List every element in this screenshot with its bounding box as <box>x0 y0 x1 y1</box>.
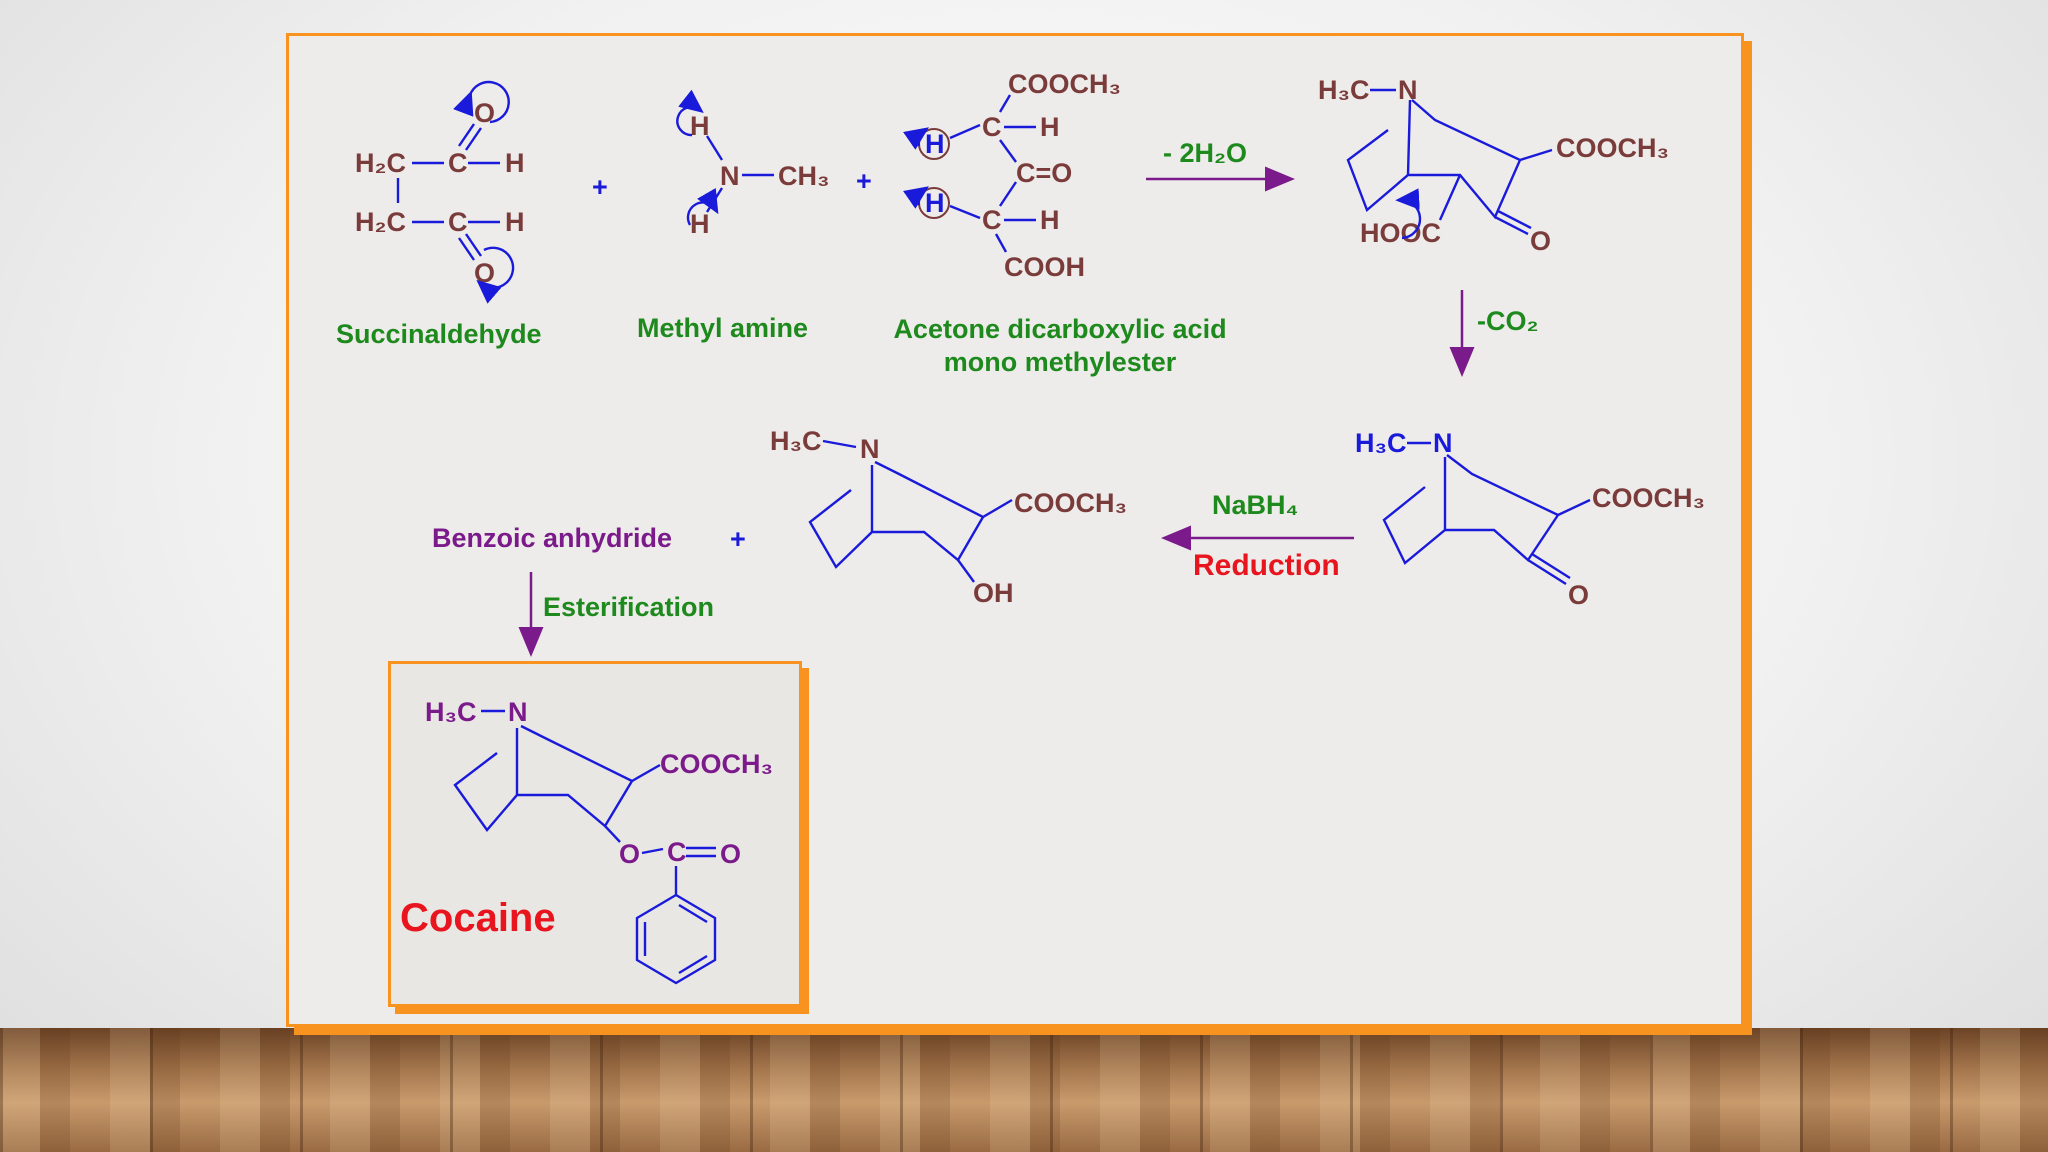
atom-h2c: H₂C <box>355 207 406 237</box>
atom-o: O <box>720 839 741 869</box>
minus-co2-label: -CO₂ <box>1477 306 1539 336</box>
atom-h3c: H₃C <box>770 426 821 456</box>
ketone-ester-structure: H₃C N COOCH₃ O <box>1355 428 1705 610</box>
atom-o: O <box>474 258 495 288</box>
atom-h: H <box>505 148 525 178</box>
atom-cooch3: COOCH₃ <box>660 749 773 779</box>
atom-co: C=O <box>1016 158 1072 188</box>
atom-c: C <box>982 205 1002 235</box>
atom-c: C <box>667 837 687 867</box>
atom-cooch3: COOCH₃ <box>1556 133 1669 163</box>
atom-o: O <box>1568 580 1589 610</box>
atom-o: O <box>474 98 495 128</box>
atom-hooc: HOOC <box>1360 218 1441 248</box>
atom-h3c: H₃C <box>425 697 476 727</box>
plus-sign: + <box>856 166 872 196</box>
benzoic-anhydride-label: Benzoic anhydride <box>432 523 672 553</box>
atom-h: H <box>505 207 525 237</box>
wooden-floor <box>0 1028 2048 1152</box>
atom-n: N <box>860 434 880 464</box>
methylamine-structure: H H N CH₃ <box>676 89 829 239</box>
intermediate-hooc-structure: H₃C N COOCH₃ HOOC O <box>1318 75 1669 256</box>
atom-n: N <box>1433 428 1453 458</box>
atom-cooh: COOH <box>1004 252 1085 282</box>
atom-h: H <box>1040 112 1060 142</box>
plus-sign: + <box>592 172 608 202</box>
atom-c: C <box>982 112 1002 142</box>
nabh4-label: NaBH₄ <box>1212 490 1298 520</box>
cocaine-label: Cocaine <box>400 896 556 940</box>
atom-ch3: CH₃ <box>778 161 829 191</box>
reduction-label: Reduction <box>1193 549 1340 582</box>
atom-cooch3: COOCH₃ <box>1014 488 1127 518</box>
atom-h3c: H₃C <box>1355 428 1406 458</box>
acetone-dicarboxylic-structure: COOCH₃ C H C=O C H COOH H H <box>903 69 1121 282</box>
atom-cooch3: COOCH₃ <box>1592 483 1705 513</box>
atom-h: H <box>925 188 945 218</box>
atom-c: C <box>448 148 468 178</box>
acetone-label-line1: Acetone dicarboxylic acid <box>893 314 1226 344</box>
acetone-label-line2: mono methylester <box>944 347 1177 377</box>
atom-o: O <box>1530 226 1551 256</box>
atom-oh: OH <box>973 578 1014 608</box>
methylamine-label: Methyl amine <box>637 313 808 343</box>
atom-n: N <box>1398 75 1418 105</box>
atom-o: O <box>619 839 640 869</box>
atom-h: H <box>690 209 710 239</box>
atom-h3c: H₃C <box>1318 75 1369 105</box>
minus-water-label: - 2H₂O <box>1163 138 1247 168</box>
esterification-label: Esterification <box>543 592 714 622</box>
atom-c: C <box>448 207 468 237</box>
atom-h2c: H₂C <box>355 148 406 178</box>
atom-h: H <box>1040 205 1060 235</box>
atom-h: H <box>690 111 710 141</box>
cocaine-product-box <box>388 661 802 1007</box>
succinaldehyde-label: Succinaldehyde <box>336 319 542 349</box>
plus-sign: + <box>730 524 746 554</box>
atom-cooch3: COOCH₃ <box>1008 69 1121 99</box>
atom-n: N <box>720 161 740 191</box>
atom-n: N <box>508 697 528 727</box>
succinaldehyde-structure: H₂C H₂C C C H H O O <box>355 80 525 304</box>
alcohol-ester-structure: H₃C N COOCH₃ OH <box>770 426 1127 608</box>
atom-h: H <box>925 129 945 159</box>
cocaine-structure: H₃C N COOCH₃ O C O <box>425 697 773 985</box>
